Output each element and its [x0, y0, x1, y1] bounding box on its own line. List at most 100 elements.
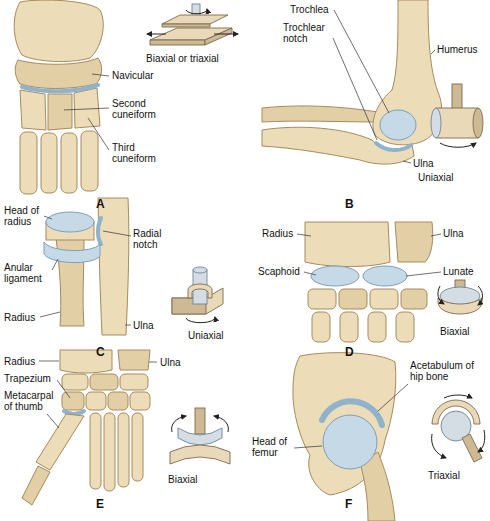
hand-bones	[130, 392, 150, 410]
wrist-bones	[311, 266, 359, 286]
leader-line	[39, 361, 59, 362]
plane-joint-icon	[162, 15, 228, 24]
wrist-bones	[363, 266, 407, 286]
part-label: Trochlea	[290, 4, 329, 15]
forearm-bones	[46, 212, 94, 232]
hinge-joint-icon	[431, 108, 441, 138]
hand-bones	[104, 413, 115, 491]
wrist-bones	[312, 312, 330, 342]
hand-bones	[120, 374, 148, 390]
foot-bones	[61, 133, 77, 193]
hand-bones	[90, 374, 118, 390]
leader-line	[304, 272, 316, 275]
pivot-joint-icon	[188, 284, 212, 298]
leader-line	[431, 234, 441, 236]
leader-line	[125, 325, 131, 326]
leader-line	[39, 361, 157, 428]
hand-bones	[22, 466, 50, 505]
plane-joint-icon	[147, 34, 166, 35]
foot-bones	[14, 0, 103, 194]
panel-letter: B	[345, 198, 354, 211]
panel-letter: A	[96, 198, 105, 211]
hinge-joint-icon	[440, 143, 476, 147]
leader-line	[103, 231, 131, 236]
part-label: Navicular	[112, 70, 154, 81]
part-label: Lunate	[443, 266, 474, 277]
plane-joint-icon	[147, 4, 238, 45]
part-label: Radius	[4, 312, 35, 323]
elbow-bones	[380, 110, 416, 140]
part-label: Anular ligament	[4, 262, 52, 284]
part-label: Radius	[4, 356, 35, 367]
leader-line	[88, 118, 109, 150]
wrist-bones	[305, 222, 390, 267]
foot-bones	[20, 132, 37, 194]
foot-bones	[81, 131, 98, 191]
part-label: Head of femur	[252, 436, 294, 458]
leader-line	[294, 446, 322, 448]
wrist-bones	[395, 222, 433, 262]
leader-line	[40, 312, 60, 317]
part-label: Third cuneiform	[112, 142, 162, 164]
hand-bones	[108, 392, 128, 410]
part-label: Head of radius	[4, 205, 46, 227]
forearm-bones	[44, 198, 129, 335]
wrist-bones	[368, 312, 386, 342]
wrist-bones	[396, 312, 414, 342]
hinge-joint-icon	[473, 108, 483, 138]
leader-line	[297, 234, 311, 236]
part-label: Humerus	[437, 44, 478, 55]
foot-bones	[74, 88, 100, 128]
foot-bones	[41, 133, 57, 193]
part-label: Scaphoid	[258, 266, 300, 277]
panel-letter: D	[345, 346, 354, 359]
hinge-joint-icon	[436, 108, 478, 138]
foot-bones	[48, 94, 72, 130]
elbow-bones	[376, 143, 411, 150]
hand-bones	[64, 411, 84, 414]
panel-letter: C	[96, 346, 105, 359]
condyloid-joint-icon	[478, 286, 483, 305]
motion-label: Triaxial	[428, 470, 460, 481]
forearm-bones	[98, 218, 101, 244]
panel-letter: E	[96, 498, 104, 511]
leader-line	[149, 362, 157, 363]
motion-label: Uniaxial	[418, 172, 454, 183]
part-label: Ulna	[160, 357, 181, 368]
leader-line	[431, 50, 435, 54]
panel-letter: F	[345, 498, 352, 511]
leader-line	[406, 272, 441, 276]
plane-joint-icon	[150, 40, 205, 45]
leader-line	[64, 108, 109, 110]
saddle-joint-icon	[170, 408, 230, 464]
plane-joint-icon	[205, 28, 232, 45]
wrist-bones	[339, 289, 367, 309]
condyloid-joint-icon	[438, 280, 483, 314]
part-label: Radius	[262, 228, 293, 239]
motion-label: Uniaxial	[188, 330, 224, 341]
foot-bones	[20, 90, 46, 130]
leader-line	[334, 10, 389, 113]
foot-bones	[15, 58, 101, 89]
motion-label: Biaxial or triaxial	[146, 53, 219, 64]
hand-bones	[90, 413, 101, 489]
condyloid-joint-icon	[438, 286, 444, 304]
part-label: Trapezium	[4, 373, 51, 384]
saddle-joint-icon	[214, 416, 228, 432]
leader-line	[47, 414, 59, 428]
hand-bones	[36, 414, 84, 470]
saddle-joint-icon	[172, 416, 186, 432]
wrist-bones	[305, 222, 433, 342]
part-label: Ulna	[413, 158, 434, 169]
saddle-joint-icon	[195, 408, 205, 434]
forearm-bones	[44, 242, 100, 263]
part-label: Acetabulum of hip bone	[410, 360, 476, 382]
part-label: Metacarpal of thumb	[4, 390, 62, 412]
pivot-joint-icon	[172, 267, 223, 323]
leader-line	[44, 216, 52, 219]
leader-line	[333, 38, 377, 140]
ball-socket-joint-icon	[432, 395, 485, 462]
pivot-joint-icon	[186, 317, 215, 323]
elbow-bones	[262, 127, 414, 164]
